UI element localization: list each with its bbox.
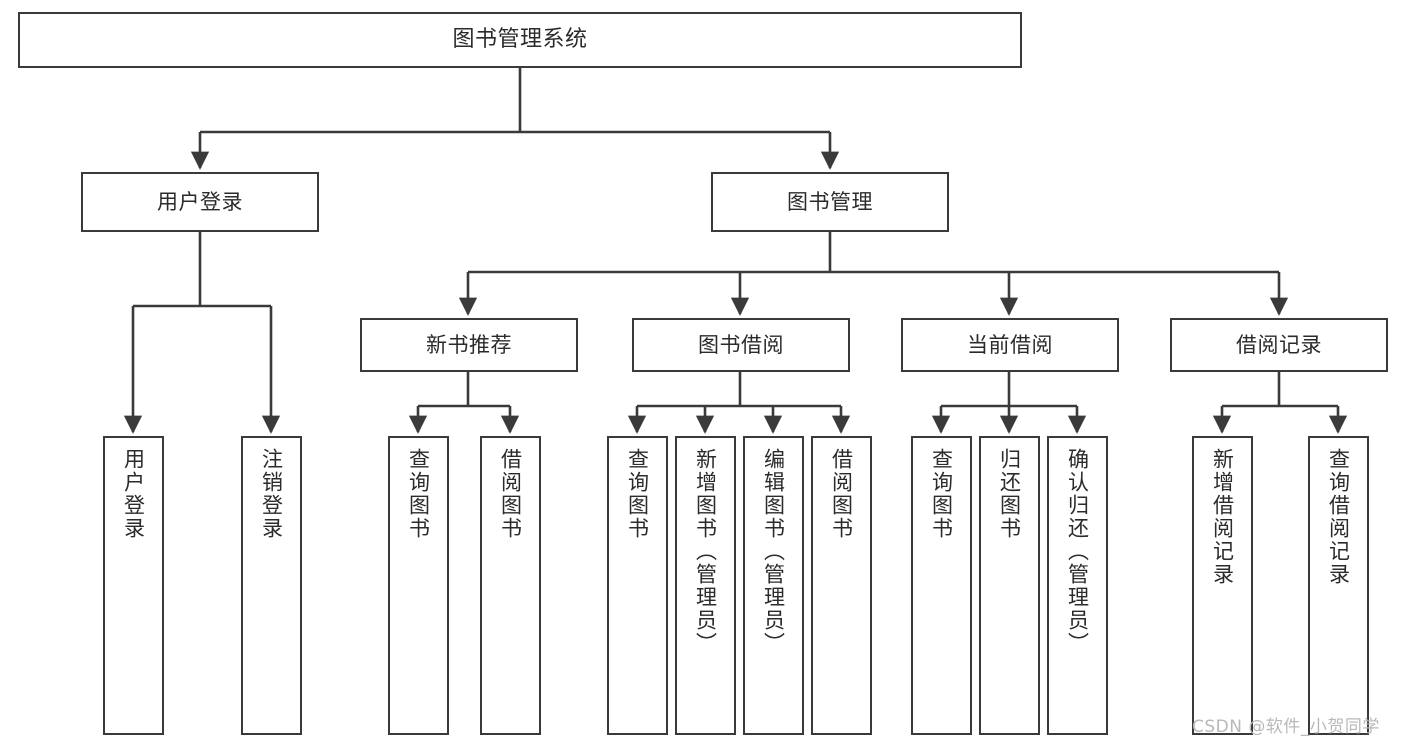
node-label: 查询图书 [929,448,954,540]
node-label: 查询图书 [406,448,431,540]
node-label: 新增借阅记录 [1210,448,1235,586]
node-label: 图书管理 [787,189,873,214]
watermark-text: CSDN @软件_小贺同学 [1192,717,1380,737]
node-label: 新增图书（管理员） [693,448,718,655]
leaf-book-borrow-query-book[interactable]: 查询图书 [607,436,668,735]
node-label: 查询借阅记录 [1326,448,1351,586]
node-new-book-recommend[interactable]: 新书推荐 [360,318,578,372]
node-label: 编辑图书（管理员） [761,448,786,655]
leaf-current-borrow-return-book[interactable]: 归还图书 [979,436,1040,735]
node-label: 借阅图书 [498,448,523,540]
leaf-borrow-record-add-record[interactable]: 新增借阅记录 [1192,436,1253,735]
node-label: 图书借阅 [698,332,784,357]
node-label: 确认归还（管理员） [1065,448,1090,655]
leaf-user-login-logout[interactable]: 注销登录 [241,436,302,735]
node-label: 查询图书 [625,448,650,540]
leaf-borrow-record-query-record[interactable]: 查询借阅记录 [1308,436,1369,735]
node-label: 当前借阅 [967,332,1053,357]
node-user-login[interactable]: 用户登录 [81,172,319,232]
node-book-borrow[interactable]: 图书借阅 [632,318,850,372]
node-label: 新书推荐 [426,332,512,357]
leaf-new-book-borrow-book[interactable]: 借阅图书 [480,436,541,735]
leaf-book-borrow-edit-book-admin[interactable]: 编辑图书（管理员） [743,436,804,735]
node-book-management[interactable]: 图书管理 [711,172,949,232]
node-borrow-record[interactable]: 借阅记录 [1170,318,1388,372]
leaf-current-borrow-query-book[interactable]: 查询图书 [911,436,972,735]
node-label: 用户登录 [121,448,146,540]
leaf-current-borrow-confirm-return-admin[interactable]: 确认归还（管理员） [1047,436,1108,735]
leaf-book-borrow-add-book-admin[interactable]: 新增图书（管理员） [675,436,736,735]
node-label: 借阅图书 [829,448,854,540]
node-label: 用户登录 [157,189,243,214]
node-root-book-management-system[interactable]: 图书管理系统 [18,12,1022,68]
node-current-borrow[interactable]: 当前借阅 [901,318,1119,372]
node-label: 注销登录 [259,448,284,540]
leaf-user-login-login[interactable]: 用户登录 [103,436,164,735]
node-label: 归还图书 [997,448,1022,540]
leaf-new-book-query-book[interactable]: 查询图书 [388,436,449,735]
node-label: 借阅记录 [1236,332,1322,357]
node-label: 图书管理系统 [452,27,588,53]
leaf-book-borrow-borrow-book[interactable]: 借阅图书 [811,436,872,735]
